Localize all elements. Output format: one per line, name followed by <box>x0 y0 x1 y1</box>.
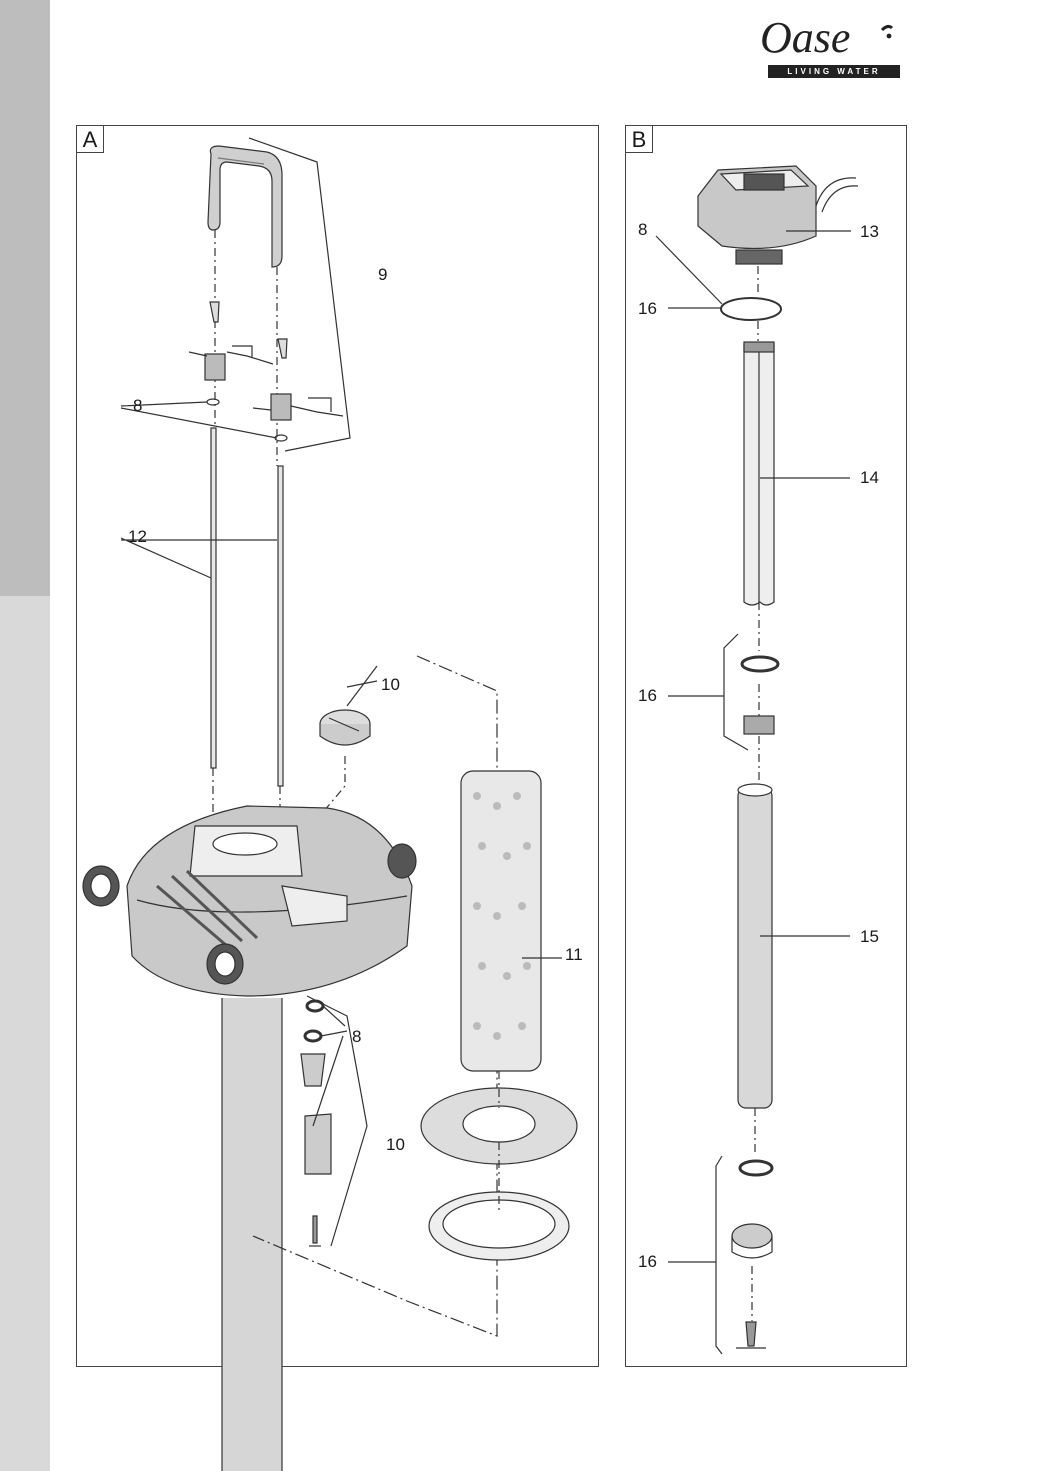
handle <box>207 145 283 268</box>
bracket-10 <box>306 995 368 1247</box>
callout-b-16-middle: 16 <box>638 686 657 705</box>
callout-b-14: 14 <box>860 468 879 487</box>
rod-12-left <box>210 427 217 769</box>
callout-b-16-top: 16 <box>638 299 657 318</box>
brand-logo: Oase LIVING WATER <box>758 12 908 82</box>
side-tab-dark <box>0 0 50 596</box>
callout-a-11: 11 <box>565 945 583 964</box>
panel-b-exploded-drawing <box>655 165 859 1355</box>
panel-b: B <box>625 125 907 1367</box>
callout-a-12: 12 <box>128 527 147 546</box>
side-tab-light <box>0 596 50 1471</box>
callout-b-13: 13 <box>860 222 879 241</box>
o-ring-16 <box>720 297 782 321</box>
brand-wordmark: Oase <box>760 13 851 62</box>
o-ring-8-left <box>206 398 220 406</box>
brand-tagline: LIVING WATER <box>768 65 900 78</box>
callout-a-8-bottom: 8 <box>352 1027 362 1046</box>
port-right <box>387 843 417 879</box>
callout-a-10-top: 10 <box>381 675 400 694</box>
panel-b-label: B <box>626 126 653 153</box>
bracket-9 <box>248 137 351 452</box>
retainer <box>731 1223 773 1249</box>
panel-a-exploded-drawing <box>82 137 578 1471</box>
quartz-tube-15 <box>737 787 773 1109</box>
callout-a-9: 9 <box>378 265 388 284</box>
panel-a-label: A <box>77 126 104 153</box>
callout-b-8: 8 <box>638 220 648 239</box>
callout-b-15: 15 <box>860 927 879 946</box>
panel-a: A <box>76 125 599 1471</box>
brand-dots-icon <box>880 24 894 39</box>
callout-a-10-bottom: 10 <box>386 1135 405 1154</box>
rod-12-right <box>277 465 284 787</box>
callout-b-16-bottom: 16 <box>638 1252 657 1271</box>
callout-a-8-top: 8 <box>133 396 143 415</box>
lower-tube <box>221 998 283 1471</box>
